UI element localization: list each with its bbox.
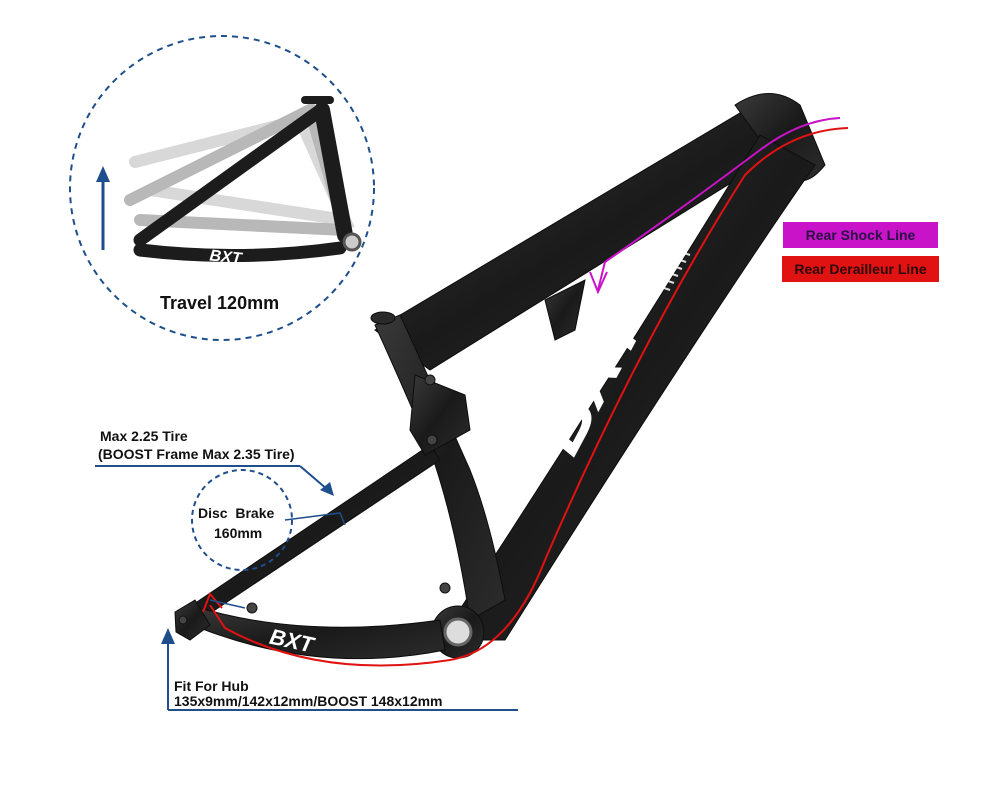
chain-stay [189, 604, 446, 660]
tire-leader [299, 465, 329, 491]
brake-label-line1: Disc Brake [198, 505, 275, 521]
travel-arrow-head [96, 166, 110, 182]
rear-shock-line-arrow [589, 271, 608, 295]
inset-logo: BXT [209, 247, 244, 267]
rear-derailleur-line [209, 127, 849, 667]
hub-arrow-head [161, 628, 175, 644]
shock-mount [544, 279, 586, 341]
rear-dropout [174, 599, 211, 641]
legend-rear-shock: Rear Shock Line [783, 222, 938, 248]
legend-rear-derailleur: Rear Derailleur Line [782, 256, 939, 282]
travel-label: Travel 120mm [160, 293, 280, 313]
main-frame [174, 93, 826, 660]
tire-label-line2: (BOOST Frame Max 2.35 Tire) [98, 446, 295, 462]
travel-frame [133, 96, 353, 263]
tire-label-line1: Max 2.25 Tire [100, 428, 188, 444]
hub-label-line2: 135x9mm/142x12mm/BOOST 148x12mm [174, 693, 443, 709]
pivot-bolts [178, 374, 451, 625]
travel-axle [342, 232, 362, 252]
rear-shock-line [597, 117, 841, 291]
tire-arrow-head [320, 482, 334, 496]
brake-label-line2: 160mm [214, 525, 263, 541]
bb-shell [443, 617, 473, 647]
rocker-link [409, 374, 471, 456]
hub-label-line1: Fit For Hub [174, 678, 249, 694]
seat-clamp [370, 311, 396, 325]
downtube-stripes [639, 244, 691, 291]
rear-derailleur-line-arrow [202, 592, 223, 613]
disc-brake-circle [191, 469, 293, 571]
disc-brake-pointer [209, 599, 246, 609]
travel-inset-circle [69, 35, 375, 341]
disc-brake-leader [284, 512, 346, 526]
